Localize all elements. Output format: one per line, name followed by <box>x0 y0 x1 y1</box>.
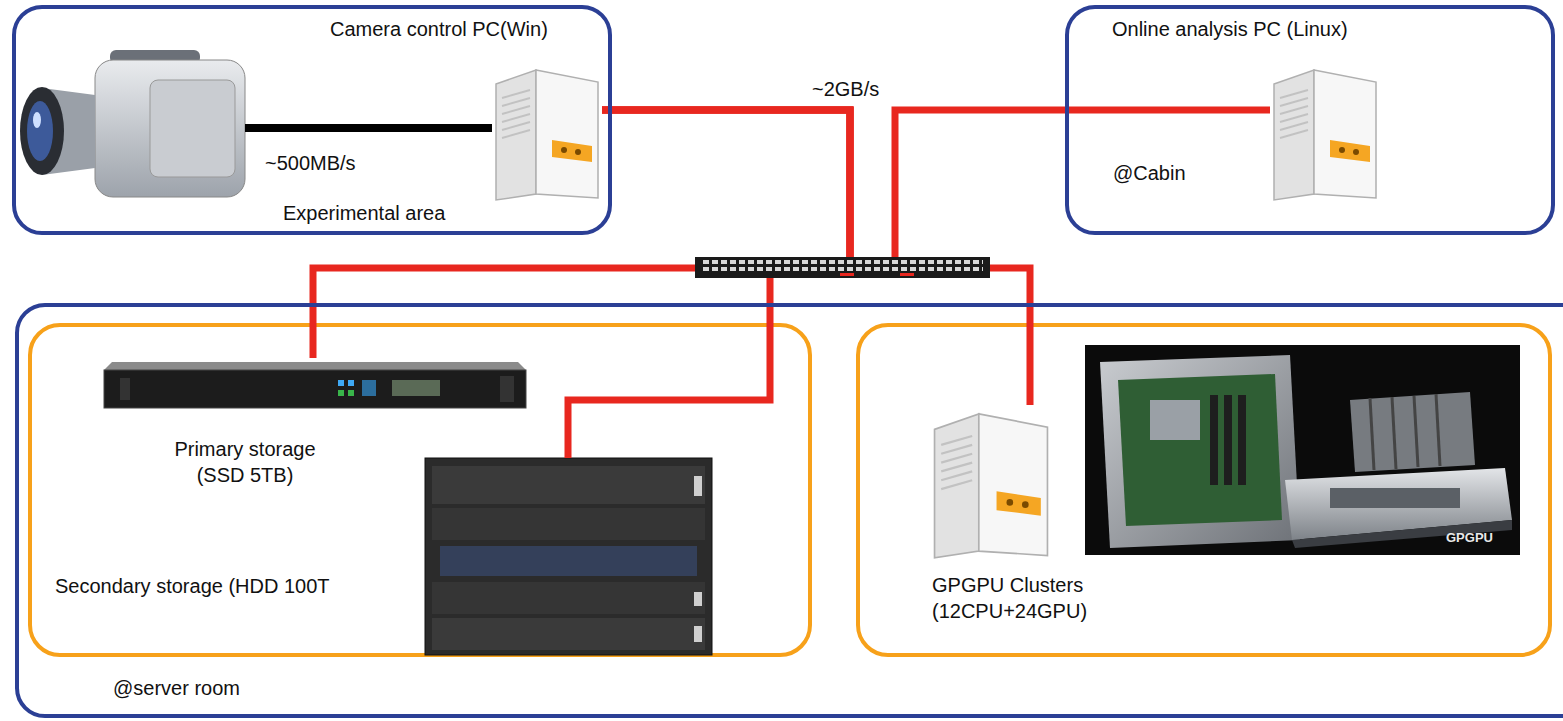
network-switch <box>695 257 990 278</box>
bandwidth-label: ~500MB/s <box>265 150 356 176</box>
pc-icon-part <box>1274 70 1376 200</box>
disk-array-part <box>425 458 712 655</box>
pc-node: Camera control PC(Win) <box>492 62 602 202</box>
gpgpu-photo-part <box>1292 520 1512 548</box>
gpgpu-photo-part <box>1210 395 1218 485</box>
disk-array <box>425 458 712 655</box>
compute-group-frame <box>858 325 1550 655</box>
storage-group-frame <box>30 325 810 655</box>
camera-cable-part <box>245 124 492 132</box>
node-label: Camera control PC(Win) <box>330 16 548 42</box>
rack-server-part <box>338 380 344 386</box>
network-link <box>602 110 1270 262</box>
disk-array-part <box>432 466 705 504</box>
storage-node: Primary storage (SSD 5TB) <box>100 358 530 493</box>
rack-server-part <box>348 390 354 396</box>
compute-node: GPGPU Clusters (12CPU+24GPU) <box>930 405 1052 560</box>
area-frame: @Cabin Online analysis PC (Linux) <box>1065 5 1555 235</box>
video-camera-part <box>27 101 53 161</box>
gpgpu-photo-part <box>1370 398 1374 470</box>
gpgpu-photo-part <box>1118 374 1282 526</box>
video-camera-part <box>95 60 245 197</box>
rack-server <box>104 362 526 408</box>
camera-cable <box>245 128 492 129</box>
gpgpu-photo-part <box>1392 397 1396 469</box>
rack-server-part <box>348 380 354 386</box>
gpgpu-photo-part <box>1224 395 1232 485</box>
node-label: Secondary storage (HDD 100T <box>55 573 330 599</box>
gpgpu-photo-part <box>1150 400 1200 440</box>
node-label: Experimental area <box>283 200 445 226</box>
pc-node: Online analysis PC (Linux) <box>1270 62 1380 202</box>
video-camera-part <box>33 112 41 128</box>
rack-server-part <box>362 380 376 396</box>
node-label: GPGPU Clusters (12CPU+24GPU) <box>932 572 1102 624</box>
gpgpu-photo-part <box>1436 394 1440 466</box>
gpgpu-photo-part <box>1085 345 1520 555</box>
storage-node: Secondary storage (HDD 100T <box>425 458 712 655</box>
disk-array-part <box>432 618 705 650</box>
rack-server-part <box>392 380 440 396</box>
network-link <box>602 110 1030 405</box>
area-frame: @server room Primary storage (SSD 5TB) Sec… <box>15 303 1563 718</box>
storage-group-frame-part <box>30 325 810 655</box>
rack-server-part <box>338 390 344 396</box>
gpgpu-photo-part <box>1330 488 1460 508</box>
network-switch-part <box>900 273 914 276</box>
gpgpu-photo-part <box>1350 392 1475 472</box>
photo-caption: GPGPU <box>1446 530 1493 547</box>
pc-icon-part <box>935 414 1048 558</box>
gpgpu-photo <box>1085 345 1520 555</box>
node-label: @server room <box>113 675 240 701</box>
bandwidth-label: ~2GB/s <box>812 76 879 102</box>
node-label: @Cabin <box>1113 160 1186 186</box>
disk-array-part <box>694 476 702 496</box>
network-switch-part <box>695 257 990 278</box>
gpgpu-photo-part <box>1100 355 1300 548</box>
disk-array-part <box>440 546 697 576</box>
compute-group-frame-part <box>858 325 1550 655</box>
node-label: Primary storage (SSD 5TB) <box>160 436 330 488</box>
node-label: Online analysis PC (Linux) <box>1112 16 1348 42</box>
disk-array-part <box>694 592 702 606</box>
rack-server-part <box>120 378 130 400</box>
network-switch-part <box>702 260 983 274</box>
gpgpu-photo-part <box>1238 395 1246 485</box>
disk-array-part <box>432 582 705 614</box>
video-camera-part <box>150 80 235 177</box>
disk-array-part <box>432 508 705 540</box>
video-camera-part <box>20 87 64 175</box>
rack-server-part <box>104 362 526 370</box>
rack-server-part <box>500 376 514 402</box>
video-camera <box>20 50 245 197</box>
area-frame: Experimental area Camera control PC(Win) <box>12 5 612 235</box>
rack-server-part <box>104 370 526 408</box>
network-switch-part <box>840 273 854 276</box>
gpgpu-photo-part <box>1414 396 1418 467</box>
pc-icon-part <box>496 70 598 200</box>
disk-array-part <box>694 626 702 642</box>
